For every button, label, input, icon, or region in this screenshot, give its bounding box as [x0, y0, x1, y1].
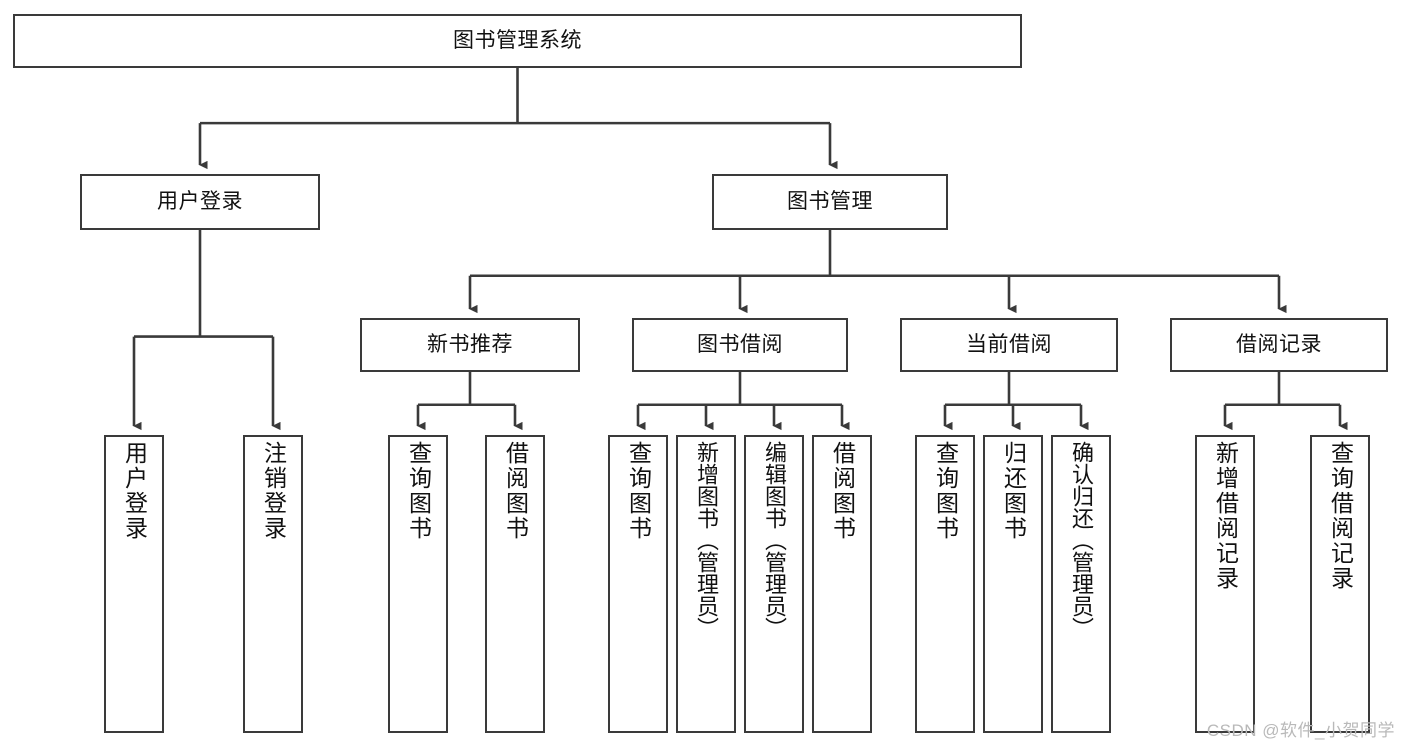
node-label-leaf-query-book-rec: 查询图书 — [405, 441, 432, 541]
node-label-leaf-logout: 注销登录 — [260, 441, 287, 541]
node-label-leaf-edit-book: 编辑图书（管理员） — [762, 441, 787, 639]
node-leaf-query-book-cur[interactable]: 查询图书 — [915, 435, 975, 733]
node-leaf-borrow-book[interactable]: 借阅图书 — [812, 435, 872, 733]
node-current-borrow[interactable]: 当前借阅 — [900, 318, 1118, 372]
node-leaf-query-book-borrow[interactable]: 查询图书 — [608, 435, 668, 733]
node-label-new-book-rec: 新书推荐 — [427, 332, 513, 356]
node-user-login[interactable]: 用户登录 — [80, 174, 320, 230]
node-book-borrow[interactable]: 图书借阅 — [632, 318, 848, 372]
node-leaf-add-book[interactable]: 新增图书（管理员） — [676, 435, 736, 733]
node-leaf-query-book-rec[interactable]: 查询图书 — [388, 435, 448, 733]
edge-group — [132, 68, 1348, 431]
node-label-root: 图书管理系统 — [453, 28, 582, 52]
node-leaf-edit-book[interactable]: 编辑图书（管理员） — [744, 435, 804, 733]
node-label-current-borrow: 当前借阅 — [966, 332, 1052, 356]
node-label-leaf-user-login: 用户登录 — [121, 441, 148, 541]
node-label-book-manage: 图书管理 — [787, 189, 873, 213]
node-book-manage[interactable]: 图书管理 — [712, 174, 948, 230]
node-new-book-rec[interactable]: 新书推荐 — [360, 318, 580, 372]
node-label-leaf-confirm-return: 确认归还（管理员） — [1069, 441, 1094, 639]
node-label-leaf-query-record: 查询借阅记录 — [1327, 441, 1354, 591]
node-label-leaf-return-book: 归还图书 — [1000, 441, 1027, 541]
node-leaf-query-record[interactable]: 查询借阅记录 — [1310, 435, 1370, 733]
node-leaf-borrow-book-rec[interactable]: 借阅图书 — [485, 435, 545, 733]
node-label-leaf-query-book-borrow: 查询图书 — [625, 441, 652, 541]
node-label-leaf-borrow-book: 借阅图书 — [829, 441, 856, 541]
node-leaf-user-login[interactable]: 用户登录 — [104, 435, 164, 733]
node-label-borrow-record: 借阅记录 — [1236, 332, 1322, 356]
node-label-user-login: 用户登录 — [157, 189, 243, 213]
node-leaf-confirm-return[interactable]: 确认归还（管理员） — [1051, 435, 1111, 733]
node-leaf-logout[interactable]: 注销登录 — [243, 435, 303, 733]
node-label-leaf-add-record: 新增借阅记录 — [1212, 441, 1239, 591]
node-label-leaf-query-book-cur: 查询图书 — [932, 441, 959, 541]
node-label-leaf-borrow-book-rec: 借阅图书 — [502, 441, 529, 541]
node-leaf-add-record[interactable]: 新增借阅记录 — [1195, 435, 1255, 733]
node-root[interactable]: 图书管理系统 — [13, 14, 1022, 68]
node-borrow-record[interactable]: 借阅记录 — [1170, 318, 1388, 372]
node-label-book-borrow: 图书借阅 — [697, 332, 783, 356]
node-leaf-return-book[interactable]: 归还图书 — [983, 435, 1043, 733]
node-label-leaf-add-book: 新增图书（管理员） — [694, 441, 719, 639]
